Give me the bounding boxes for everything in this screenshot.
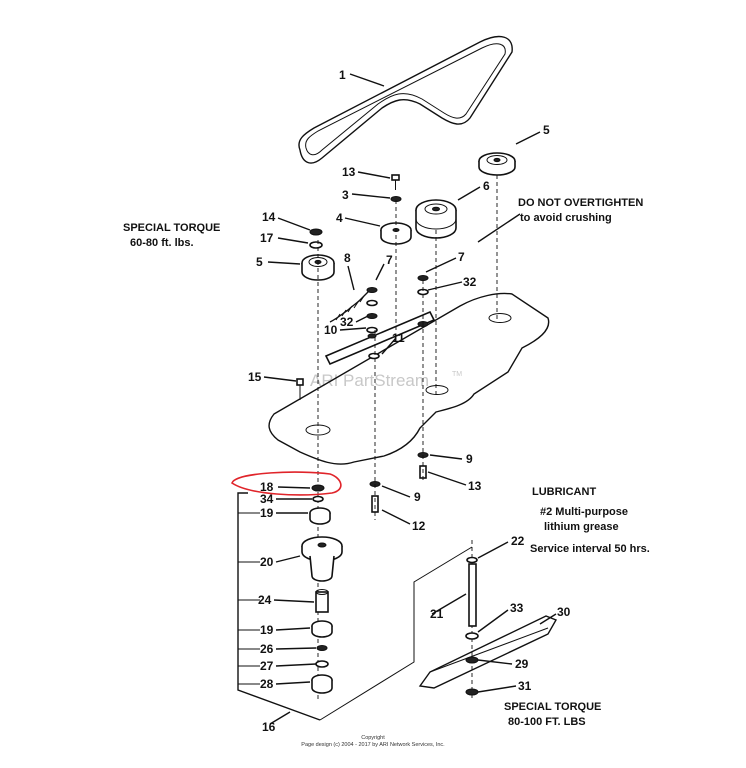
part-label-26[interactable]: 26 [260, 642, 274, 656]
part-label-30[interactable]: 30 [557, 605, 571, 619]
part-label-22[interactable]: 22 [511, 534, 525, 548]
part-label-33[interactable]: 33 [510, 601, 524, 615]
spring[interactable] [329, 289, 371, 323]
part-label-8[interactable]: 8 [344, 251, 351, 265]
part-label-5a[interactable]: 5 [543, 123, 550, 137]
note-special-torque-2: SPECIAL TORQUE [504, 701, 601, 713]
part-label-20[interactable]: 20 [260, 555, 274, 569]
note-lubricant: LUBRICANT [532, 486, 596, 498]
part-label-10[interactable]: 10 [324, 323, 338, 337]
notes: DO NOT OVERTIGHTEN to avoid crushing SPE… [123, 197, 650, 728]
note-do-not-overtighten: DO NOT OVERTIGHTEN [518, 197, 643, 209]
part-label-13a[interactable]: 13 [342, 165, 356, 179]
part-label-4[interactable]: 4 [336, 211, 343, 225]
part-label-12[interactable]: 12 [412, 519, 426, 533]
part-label-5b[interactable]: 5 [256, 255, 263, 269]
idler-arm[interactable] [324, 310, 436, 366]
note-special-torque-1: SPECIAL TORQUE [123, 222, 220, 234]
part-label-11[interactable]: 11 [392, 331, 405, 345]
part-label-19b[interactable]: 19 [260, 623, 274, 637]
part-label-17[interactable]: 17 [260, 231, 274, 245]
bolt-top[interactable] [390, 174, 402, 202]
idler-pulley[interactable] [380, 222, 412, 245]
part-label-34[interactable]: 34 [260, 492, 274, 506]
part-label-14[interactable]: 14 [262, 210, 276, 224]
part-label-1[interactable]: 1 [339, 68, 346, 82]
part-label-16[interactable]: 16 [262, 720, 276, 734]
spindle-shaft[interactable] [465, 556, 479, 696]
note-torque-value-1: 60-80 ft. lbs. [130, 237, 194, 249]
nut-washer-left[interactable] [309, 228, 323, 249]
part-label-9b[interactable]: 9 [414, 490, 421, 504]
part-label-13b[interactable]: 13 [468, 479, 482, 493]
footer-copyright: Copyright [361, 735, 385, 741]
part-label-9a[interactable]: 9 [466, 452, 473, 466]
part-label-15[interactable]: 15 [248, 370, 262, 384]
pulley-right[interactable] [478, 152, 516, 176]
part-label-18[interactable]: 18 [260, 480, 274, 494]
double-pulley[interactable] [415, 199, 457, 239]
part-label-28[interactable]: 28 [260, 677, 274, 691]
blade[interactable] [418, 615, 558, 689]
spindle-stack[interactable] [301, 484, 343, 694]
assembly-bracket [237, 492, 473, 721]
part-labels: 1 5 13 3 6 4 14 17 5 8 7 7 32 32 10 11 1… [248, 68, 571, 734]
belt-part[interactable] [298, 35, 513, 164]
part-label-32a[interactable]: 32 [463, 275, 477, 289]
part-label-7b[interactable]: 7 [458, 250, 465, 264]
note-avoid-crushing: to avoid crushing [520, 212, 612, 224]
part-label-7a[interactable]: 7 [386, 253, 393, 267]
highlight-part-18 [231, 471, 342, 496]
part-label-31[interactable]: 31 [518, 679, 532, 693]
watermark-tm: TM [452, 371, 462, 378]
part-label-6[interactable]: 6 [483, 179, 490, 193]
part-label-24[interactable]: 24 [258, 593, 272, 607]
note-grease-2: lithium grease [544, 521, 619, 533]
part-label-27[interactable]: 27 [260, 659, 274, 673]
footer-page-design: Page design (c) 2004 - 2017 by ARI Netwo… [301, 742, 445, 748]
part-label-32b[interactable]: 32 [340, 315, 354, 329]
part-label-3[interactable]: 3 [342, 188, 349, 202]
leader-lines [263, 73, 557, 725]
part-label-29[interactable]: 29 [515, 657, 529, 671]
note-torque-value-2: 80-100 FT. LBS [508, 716, 586, 728]
part-label-21[interactable]: 21 [430, 607, 444, 621]
note-service-interval: Service interval 50 hrs. [530, 543, 650, 555]
watermark: ARI PartStream [310, 371, 429, 390]
hardware-center[interactable] [296, 275, 429, 401]
part-label-19a[interactable]: 19 [260, 506, 274, 520]
note-grease-1: #2 Multi-purpose [540, 506, 628, 518]
